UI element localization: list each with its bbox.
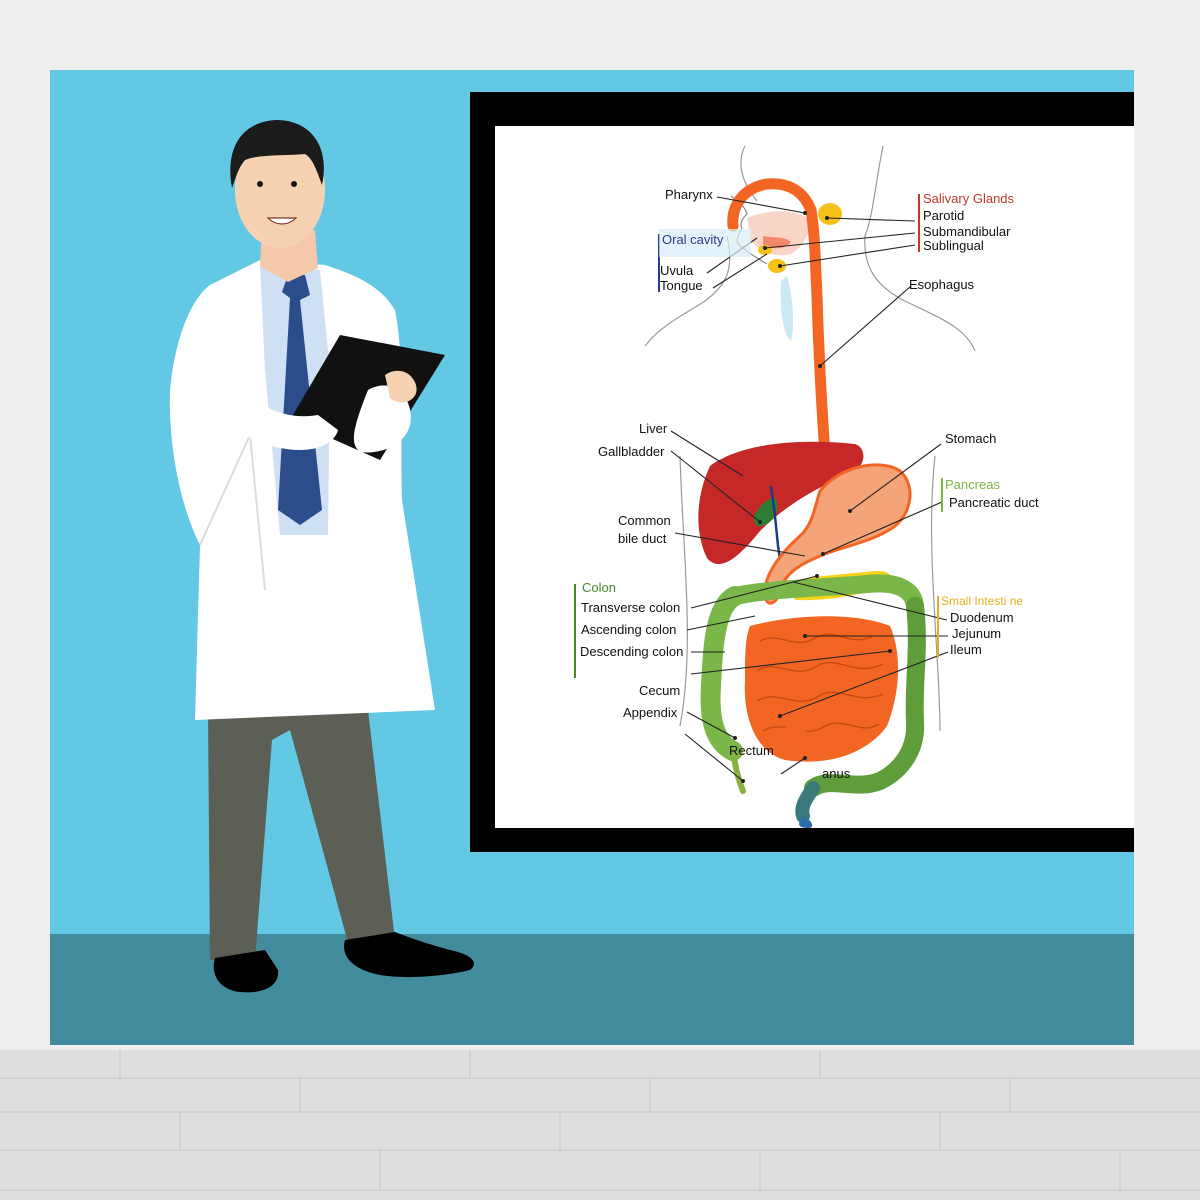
label-pancreas: Pancreas [945, 477, 1000, 492]
label-gallbladder: Gallbladder [598, 444, 665, 459]
label-colon: Colon [582, 580, 616, 595]
label-appendix: Appendix [623, 705, 678, 720]
label-bile-duct: bile duct [618, 531, 667, 546]
descending-colon [804, 597, 926, 797]
trachea [780, 276, 794, 341]
wooden-floor [0, 1050, 1200, 1200]
label-uvula: Uvula [660, 263, 694, 278]
label-anus: anus [822, 766, 851, 781]
parotid-gland [818, 203, 842, 225]
liver [698, 441, 864, 565]
label-cecum: Cecum [639, 683, 680, 698]
label-rectum: Rectum [729, 743, 774, 758]
label-liver: Liver [639, 421, 668, 436]
leader-dots [733, 211, 892, 783]
small-intestine [744, 616, 899, 762]
label-ileum: Ileum [950, 642, 982, 657]
label-common: Common [618, 513, 671, 528]
doctor-left-shoe [213, 950, 279, 993]
doctor-smile [266, 217, 298, 225]
label-ascending-colon: Ascending colon [581, 622, 676, 637]
doctor-face [235, 132, 325, 248]
doctor-right-shoe [344, 932, 474, 978]
chart-board: Pharynx Salivary Glands Parotid Submandi… [495, 126, 1134, 828]
label-parotid: Parotid [923, 208, 964, 223]
floor-planks [0, 1050, 1200, 1200]
label-esophagus: Esophagus [909, 277, 975, 292]
oral-cavity [747, 211, 810, 256]
digestive-system-diagram: Pharynx Salivary Glands Parotid Submandi… [574, 145, 1039, 828]
appendix [730, 748, 746, 794]
ascending-colon [700, 586, 745, 761]
label-tongue: Tongue [660, 278, 703, 293]
gallbladder [753, 498, 778, 527]
label-descending-colon: Descending colon [580, 644, 683, 659]
intestine-folds [756, 633, 884, 732]
oral-cavity-highlight [659, 229, 751, 257]
label-sublingual: Sublingual [923, 238, 984, 253]
doctor-illustration [169, 120, 474, 993]
doctor-left-eye [257, 181, 263, 187]
submandibular-gland [768, 259, 786, 273]
tongue [763, 236, 791, 249]
label-oral-cavity: Oral cavity [662, 232, 724, 247]
doctor-trousers [208, 710, 395, 960]
label-jejunum: Jejunum [952, 626, 1001, 641]
label-pancreatic-duct: Pancreatic duct [949, 495, 1039, 510]
wall-mural: Pharynx Salivary Glands Parotid Submandi… [50, 70, 1134, 1045]
doctor-left-arm [180, 370, 338, 450]
doctor-right-arm [353, 385, 411, 453]
transverse-colon [726, 574, 924, 615]
label-small-intestine: Small Intesti ne [941, 594, 1023, 608]
label-duodenum: Duodenum [950, 610, 1014, 625]
doctor-hand [385, 370, 417, 403]
stomach [763, 463, 912, 605]
label-submandibular: Submandibular [923, 224, 1011, 239]
label-pharynx: Pharynx [665, 187, 713, 202]
leader-lines [670, 196, 949, 782]
label-salivary-glands: Salivary Glands [923, 191, 1015, 206]
ileum [757, 706, 835, 752]
label-stomach: Stomach [945, 431, 996, 446]
doctor-right-eye [291, 181, 297, 187]
rectum [795, 781, 820, 823]
anus [799, 816, 813, 828]
label-transverse-colon: Transverse colon [581, 600, 680, 615]
doctor-tie [278, 275, 322, 525]
body-outline [644, 145, 976, 732]
doctor-hair [230, 120, 324, 188]
